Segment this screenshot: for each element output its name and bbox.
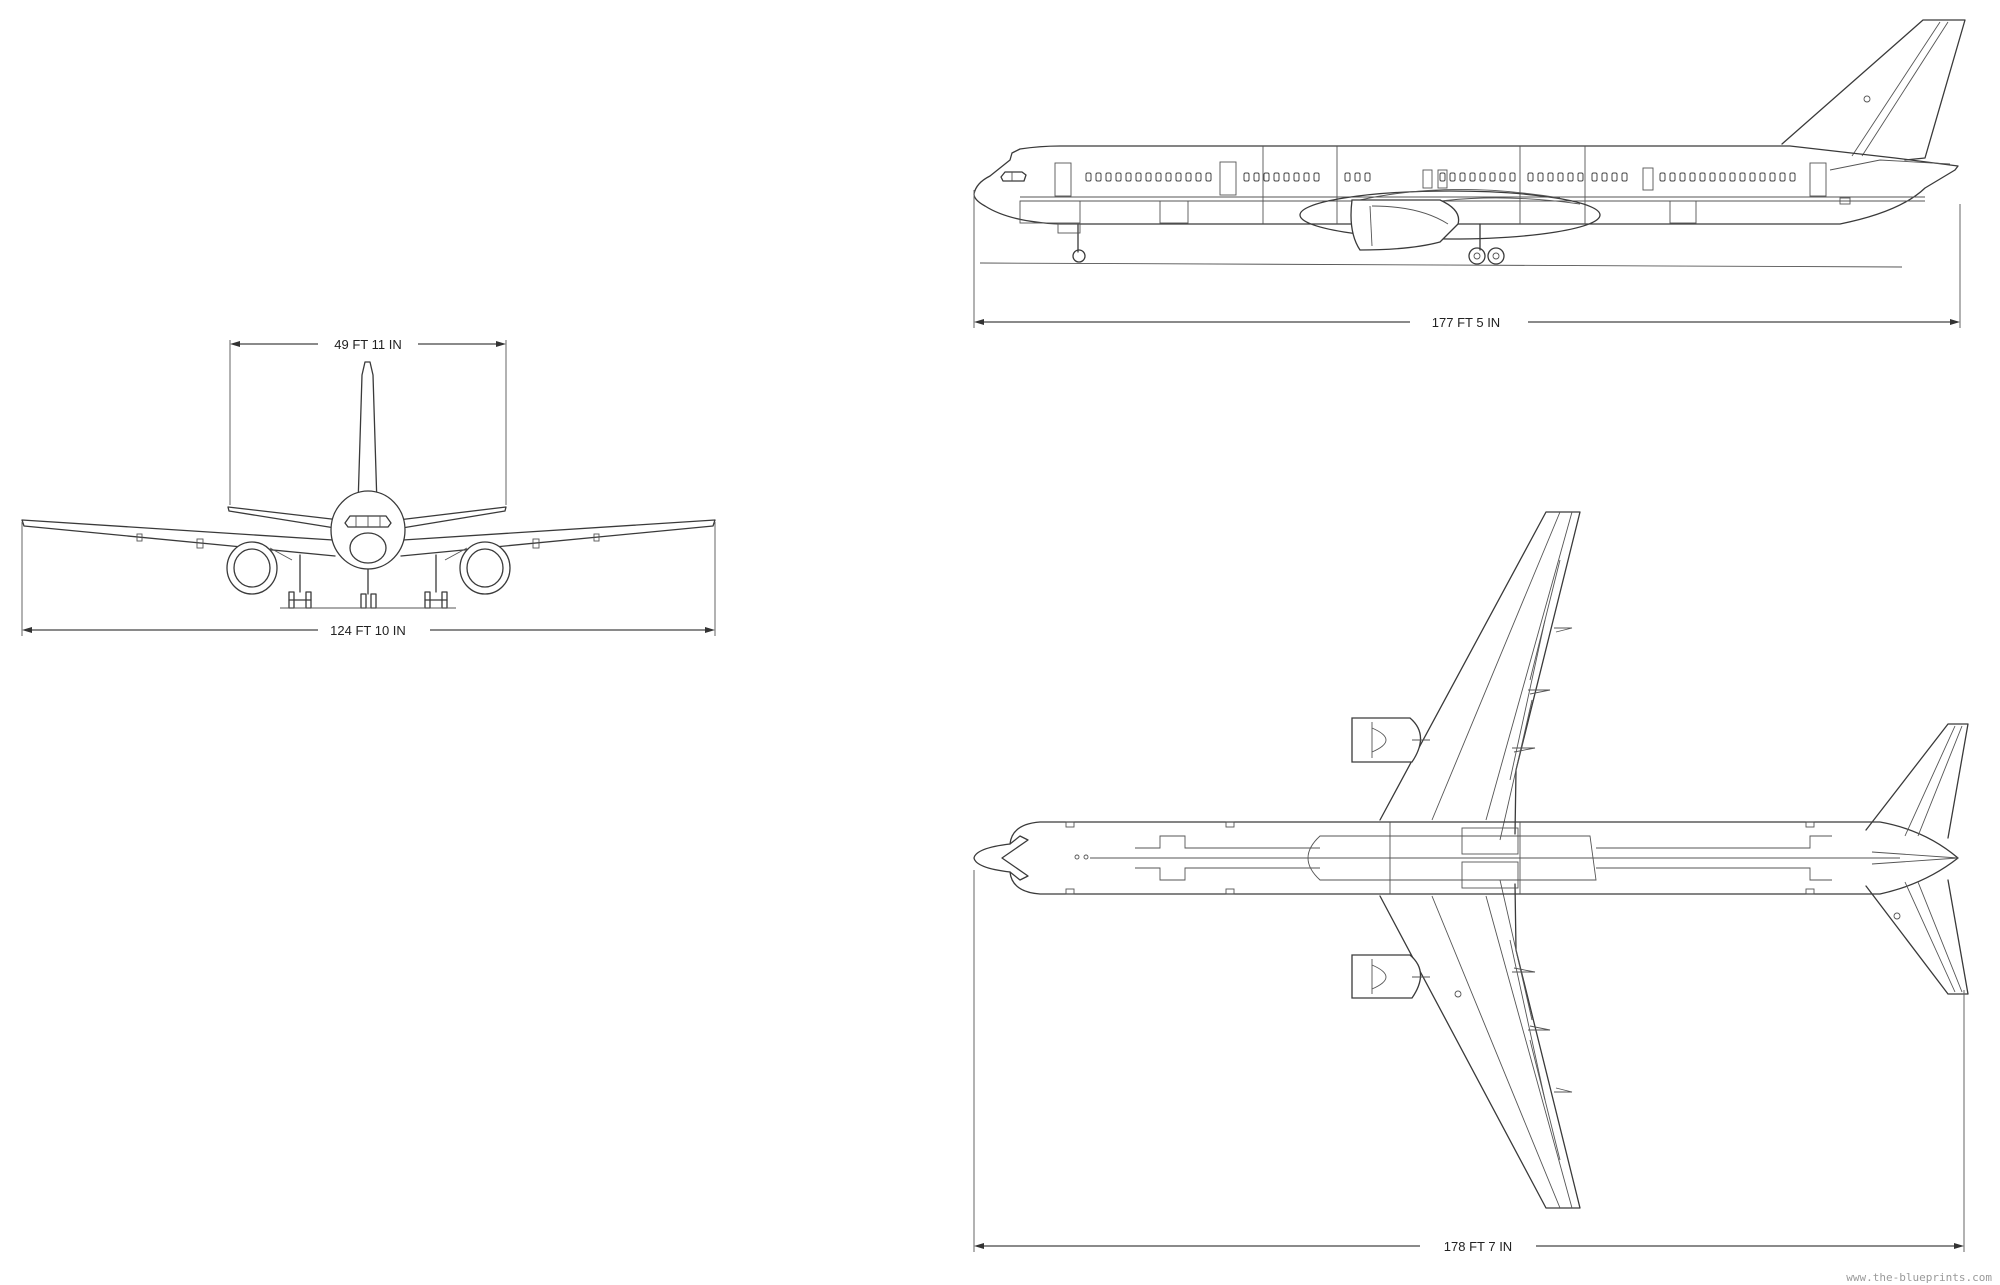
passenger-windows [1085, 172, 1796, 182]
passenger-window [1537, 172, 1544, 182]
passenger-window [1364, 172, 1371, 182]
passenger-window [1095, 172, 1102, 182]
passenger-window [1567, 172, 1574, 182]
passenger-window [1344, 172, 1351, 182]
passenger-window [1469, 172, 1476, 182]
passenger-window [1689, 172, 1696, 182]
passenger-window [1243, 172, 1250, 182]
passenger-window [1577, 172, 1584, 182]
passenger-window [1195, 172, 1202, 182]
passenger-window [1185, 172, 1192, 182]
passenger-window [1779, 172, 1786, 182]
tail-height-label: 49 FT 11 IN [334, 337, 401, 352]
wingspan-dimension: 124 FT 10 IN [21, 522, 716, 638]
passenger-window [1263, 172, 1270, 182]
passenger-window [1439, 172, 1446, 182]
passenger-window [1273, 172, 1280, 182]
passenger-window [1135, 172, 1142, 182]
passenger-window [1354, 172, 1361, 182]
passenger-window [1253, 172, 1260, 182]
passenger-window [1769, 172, 1776, 182]
passenger-window [1283, 172, 1290, 182]
passenger-window [1709, 172, 1716, 182]
top-length-label: 178 FT 7 IN [1444, 1239, 1512, 1254]
passenger-window [1591, 172, 1598, 182]
passenger-window [1155, 172, 1162, 182]
passenger-window [1145, 172, 1152, 182]
passenger-window [1739, 172, 1746, 182]
passenger-window [1165, 172, 1172, 182]
wingspan-label: 124 FT 10 IN [330, 623, 406, 638]
passenger-window [1105, 172, 1112, 182]
front-view [21, 361, 716, 609]
passenger-window [1659, 172, 1666, 182]
top-length-dimension: 178 FT 7 IN [973, 870, 1965, 1254]
passenger-window [1601, 172, 1608, 182]
passenger-window [1479, 172, 1486, 182]
passenger-window [1621, 172, 1628, 182]
side-view [973, 19, 1966, 268]
passenger-window [1509, 172, 1516, 182]
passenger-window [1719, 172, 1726, 182]
passenger-window [1205, 172, 1212, 182]
passenger-window [1085, 172, 1092, 182]
passenger-window [1313, 172, 1320, 182]
watermark: www.the-blueprints.com [1846, 1271, 1992, 1284]
passenger-window [1669, 172, 1676, 182]
passenger-window [1759, 172, 1766, 182]
passenger-window [1459, 172, 1466, 182]
passenger-window [1789, 172, 1796, 182]
passenger-window [1547, 172, 1554, 182]
passenger-window [1489, 172, 1496, 182]
passenger-window [1175, 172, 1182, 182]
passenger-window [1527, 172, 1534, 182]
side-length-label: 177 FT 5 IN [1432, 315, 1500, 330]
passenger-window [1293, 172, 1300, 182]
top-view [973, 511, 1969, 1209]
side-length-dimension: 177 FT 5 IN [973, 190, 1961, 330]
passenger-window [1125, 172, 1132, 182]
passenger-window [1679, 172, 1686, 182]
passenger-window [1449, 172, 1456, 182]
passenger-window [1557, 172, 1564, 182]
passenger-window [1303, 172, 1310, 182]
passenger-window [1115, 172, 1122, 182]
tail-height-dimension: 49 FT 11 IN [229, 337, 507, 505]
passenger-window [1499, 172, 1506, 182]
passenger-window [1749, 172, 1756, 182]
passenger-window [1699, 172, 1706, 182]
passenger-window [1611, 172, 1618, 182]
passenger-window [1729, 172, 1736, 182]
